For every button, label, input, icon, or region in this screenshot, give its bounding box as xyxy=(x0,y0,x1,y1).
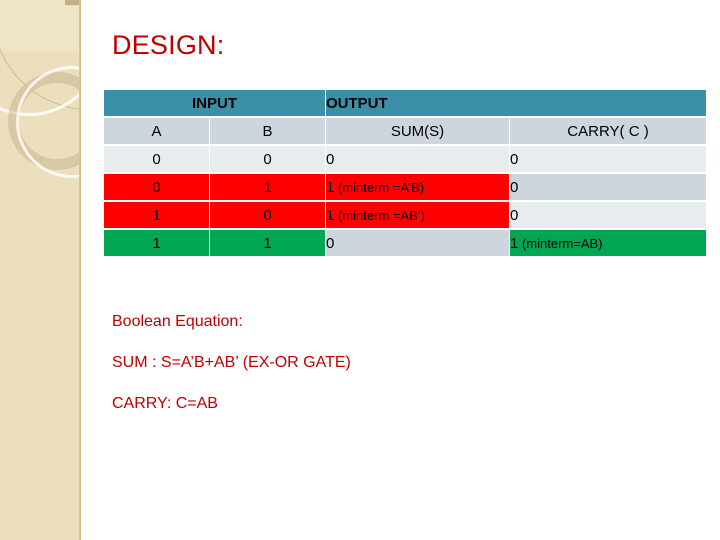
boolean-equation-carry: CARRY: C=AB xyxy=(112,395,218,412)
page-title: DESIGN: xyxy=(112,30,225,60)
column-header-a: A xyxy=(104,118,209,144)
cell-carry: 1 (minterm=AB) xyxy=(510,230,707,256)
cell-sum: 1 (minterm =AB’) xyxy=(326,202,509,228)
table-row: 1 1 0 1 (minterm=AB) xyxy=(104,230,707,256)
cell-a: 1 xyxy=(104,202,209,228)
boolean-equation-heading: Boolean Equation: xyxy=(112,313,243,330)
cell-sum: 1 (minterm =A’B) xyxy=(326,174,509,200)
cell-b: 1 xyxy=(210,230,325,256)
table-row: 1 0 1 (minterm =AB’) 0 xyxy=(104,202,707,228)
cell-sum-value: 0 xyxy=(326,234,335,252)
cell-sum-value: 1 xyxy=(326,206,335,224)
cell-b: 1 xyxy=(210,174,325,200)
cell-carry-note: (minterm=AB) xyxy=(518,235,603,251)
cell-sum-note: (minterm =AB’) xyxy=(334,207,425,223)
table-row: 0 1 1 (minterm =A’B) 0 xyxy=(104,174,707,200)
table-row: 0 0 0 0 xyxy=(104,146,707,172)
cell-a: 1 xyxy=(104,230,209,256)
cell-sum-note: (minterm =A’B) xyxy=(334,179,425,195)
cell-carry-value: 0 xyxy=(510,206,519,224)
truth-table: INPUT OUTPUT A B SUM(S) CARRY( C ) 0 0 0… xyxy=(103,88,707,258)
cell-carry: 0 xyxy=(510,146,707,172)
sidebar-edge-line xyxy=(79,0,81,540)
cell-carry: 0 xyxy=(510,174,707,200)
column-header-carry: CARRY( C ) xyxy=(510,118,707,144)
cell-sum: 0 xyxy=(326,230,509,256)
cell-sum-value: 0 xyxy=(326,150,335,168)
cell-sum-value: 1 xyxy=(326,178,335,196)
table-group-header-row: INPUT OUTPUT xyxy=(104,90,707,116)
cell-b: 0 xyxy=(210,202,325,228)
cell-a: 0 xyxy=(104,146,209,172)
decorative-tick xyxy=(65,0,79,5)
boolean-equation-sum: SUM : S=A’B+AB’ (EX-OR GATE) xyxy=(112,354,351,371)
cell-carry-value: 0 xyxy=(510,150,519,168)
cell-carry-value: 0 xyxy=(510,178,519,196)
column-header-b: B xyxy=(210,118,325,144)
cell-carry-value: 1 xyxy=(510,234,519,252)
column-header-sum: SUM(S) xyxy=(326,118,509,144)
cell-carry: 0 xyxy=(510,202,707,228)
cell-a: 0 xyxy=(104,174,209,200)
cell-sum: 0 xyxy=(326,146,509,172)
group-header-input: INPUT xyxy=(104,90,325,116)
decorative-sidebar xyxy=(0,0,81,540)
cell-b: 0 xyxy=(210,146,325,172)
table-column-header-row: A B SUM(S) CARRY( C ) xyxy=(104,118,707,144)
group-header-output: OUTPUT xyxy=(326,90,707,116)
